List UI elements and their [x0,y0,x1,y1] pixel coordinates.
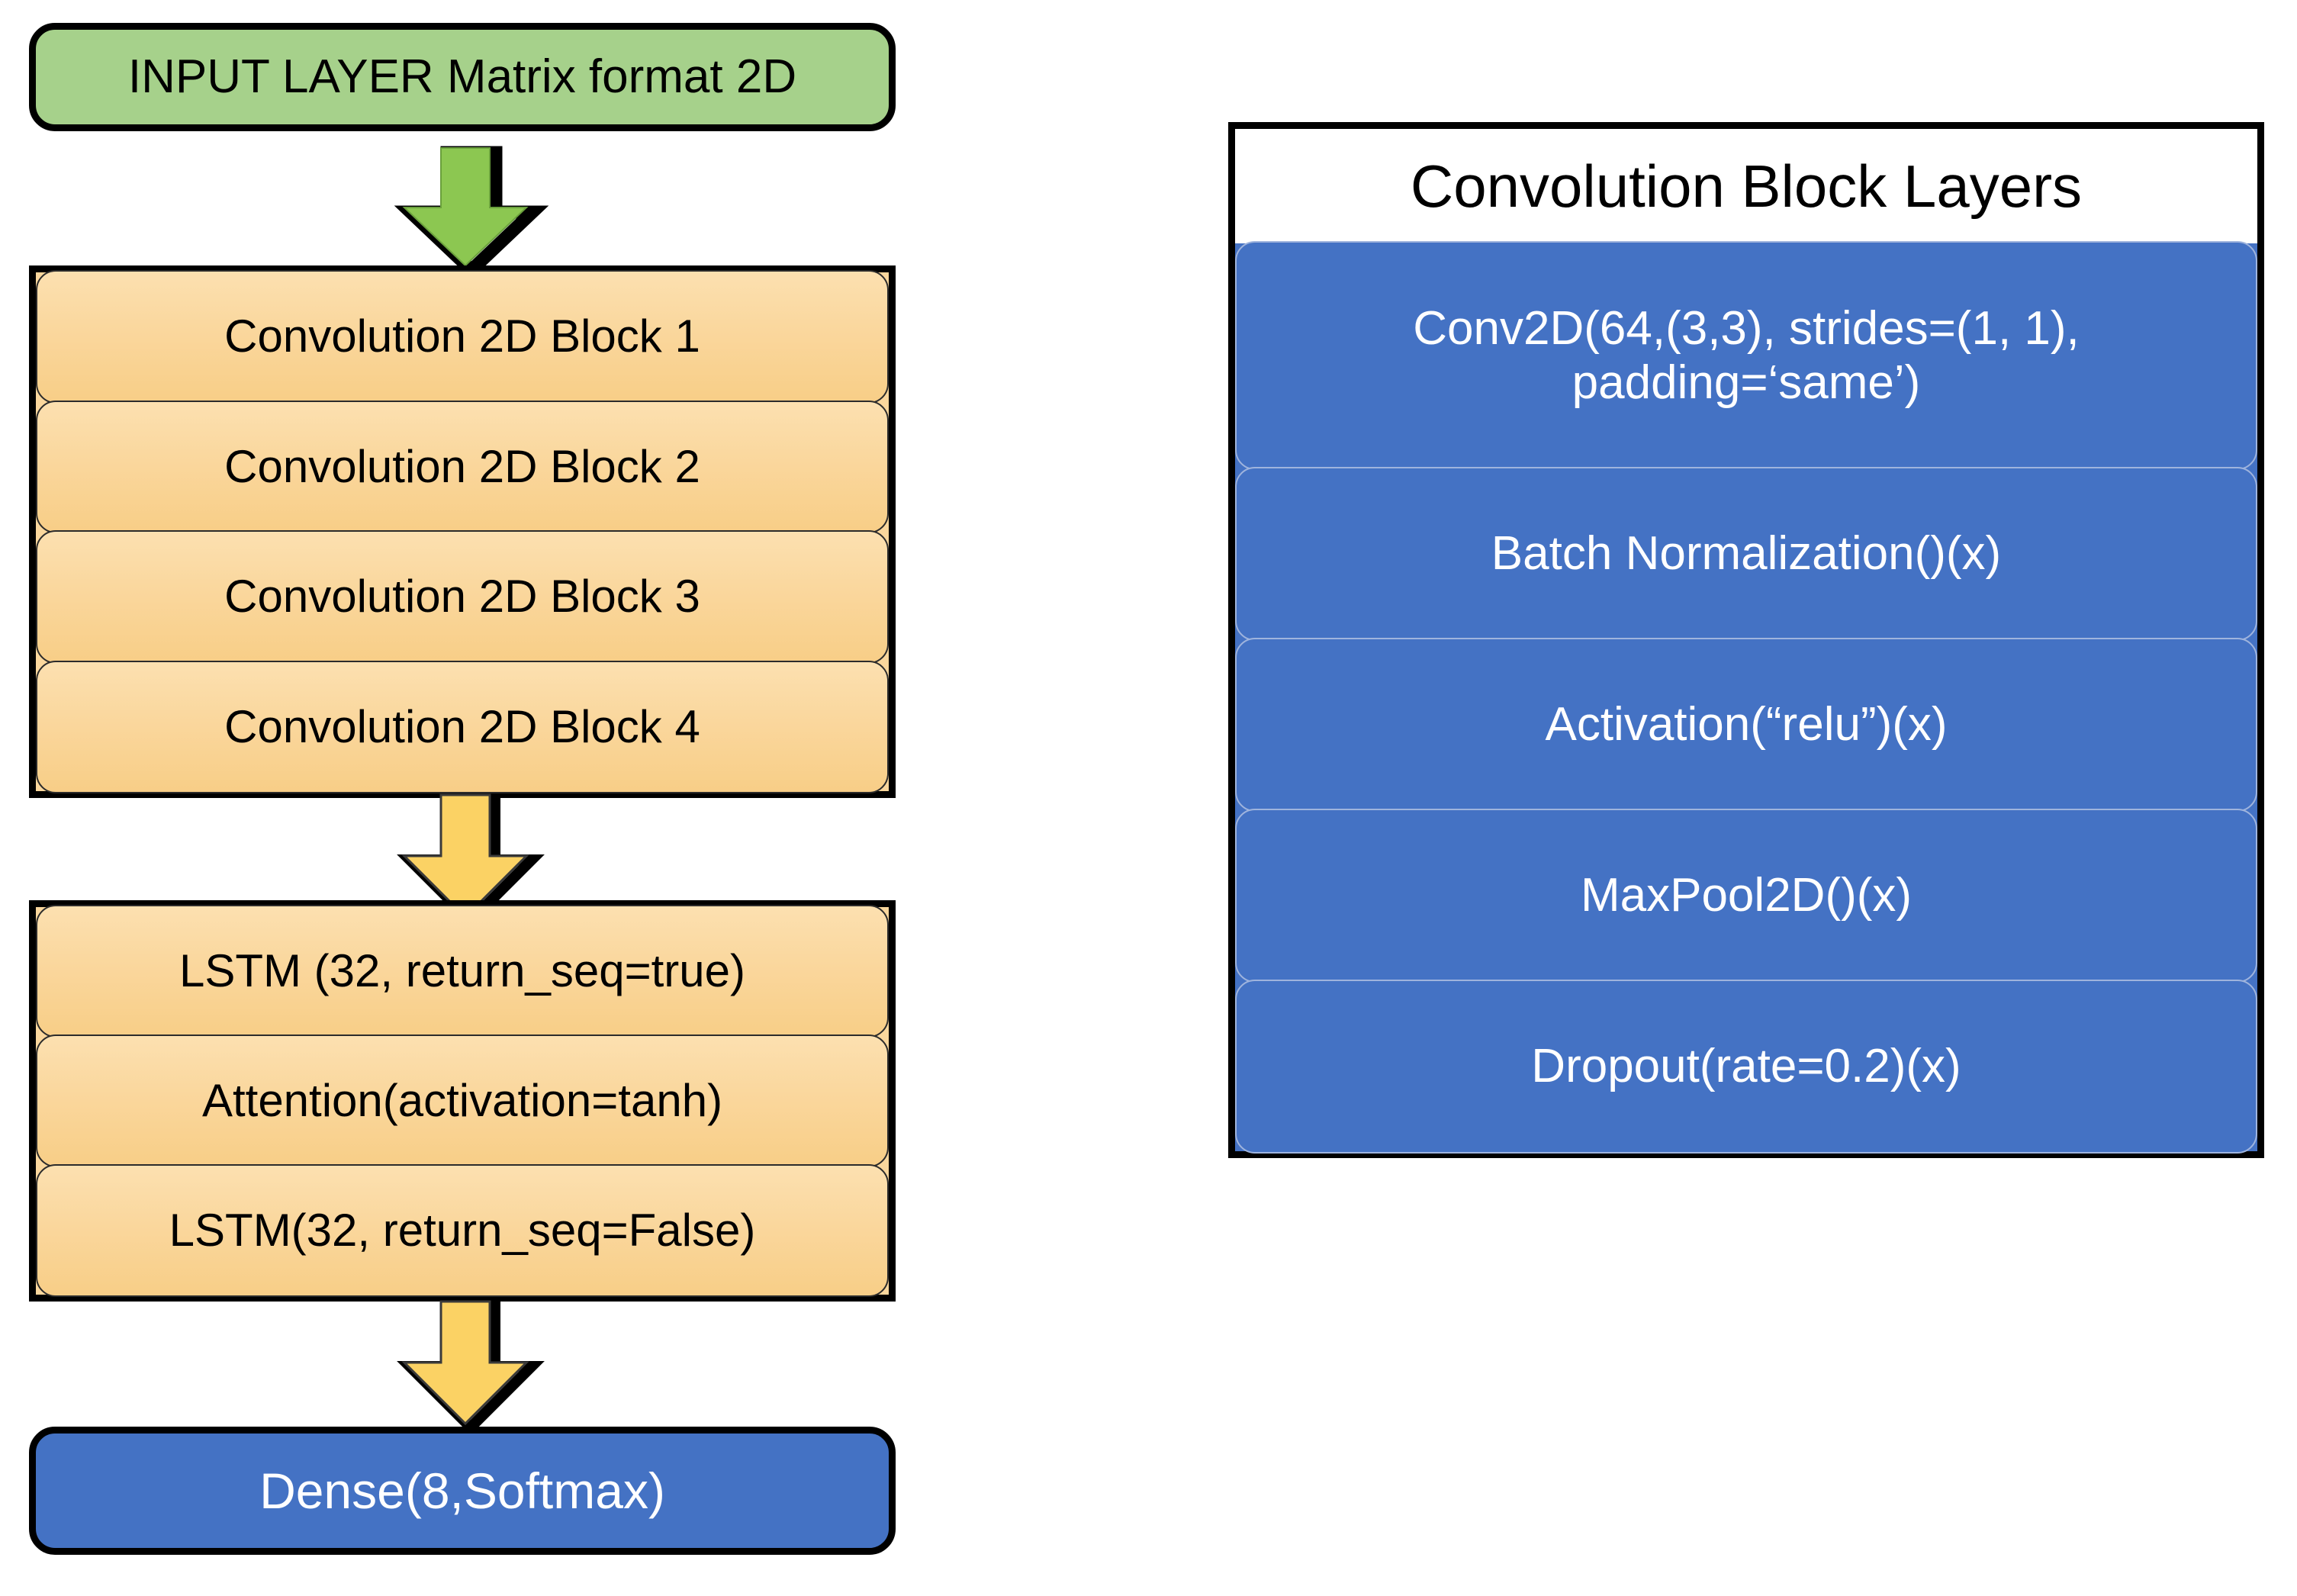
arrow-input-to-conv-icon [381,137,549,272]
recurrent-label-attention: Attention(activation=tanh) [201,1075,723,1126]
input-layer-node[interactable]: INPUT LAYER Matrix format 2D [29,23,896,131]
output-dense-node[interactable]: Dense(8,Softmax) [29,1427,896,1555]
panel-layer-list: Conv2D(64,(3,3), strides=(1, 1), padding… [1235,241,2257,1154]
recurrent-row-attention[interactable]: Attention(activation=tanh) [36,1035,889,1167]
output-dense-label: Dense(8,Softmax) [259,1462,665,1519]
panel-row-conv2d[interactable]: Conv2D(64,(3,3), strides=(1, 1), padding… [1235,241,2257,470]
panel-row-maxpool2d[interactable]: MaxPool2D()(x) [1235,808,2257,983]
panel-label-activation: Activation(“relu”)(x) [1545,698,1948,751]
conv-block-row-2[interactable]: Convolution 2D Block 2 [36,400,889,533]
conv-block-label-4: Convolution 2D Block 4 [224,700,700,752]
panel-label-conv2d: Conv2D(64,(3,3), strides=(1, 1), padding… [1413,301,2080,409]
conv-block-row-1[interactable]: Convolution 2D Block 1 [36,270,889,404]
panel-row-dropout[interactable]: Dropout(rate=0.2)(x) [1235,979,2257,1154]
conv-block-label-2: Convolution 2D Block 2 [224,440,700,492]
convolution-block-stack: Convolution 2D Block 1 Convolution 2D Bl… [29,265,896,798]
conv-block-row-4[interactable]: Convolution 2D Block 4 [36,660,889,793]
recurrent-label-lstm-2: LSTM(32, return_seq=False) [169,1205,756,1256]
panel-label-dropout: Dropout(rate=0.2)(x) [1531,1040,1961,1093]
recurrent-label-lstm-1: LSTM (32, return_seq=true) [179,945,745,996]
conv-block-label-3: Convolution 2D Block 3 [224,571,700,623]
recurrent-row-lstm-1[interactable]: LSTM (32, return_seq=true) [36,905,889,1038]
recurrent-block-stack: LSTM (32, return_seq=true) Attention(act… [29,900,896,1302]
panel-label-maxpool2d: MaxPool2D()(x) [1580,869,1913,922]
convolution-block-layers-panel: Convolution Block Layers Conv2D(64,(3,3)… [1228,122,2264,1158]
recurrent-row-lstm-2[interactable]: LSTM(32, return_seq=False) [36,1164,889,1297]
panel-label-batch-normalization: Batch Normalization()(x) [1491,527,2002,581]
input-layer-label: INPUT LAYER Matrix format 2D [127,50,797,103]
arrow-conv-to-recurrent-icon [381,790,549,925]
panel-title: Convolution Block Layers [1410,152,2083,220]
panel-row-activation[interactable]: Activation(“relu”)(x) [1235,637,2257,812]
arrow-recurrent-to-output-icon [381,1297,549,1431]
panel-row-batch-normalization[interactable]: Batch Normalization()(x) [1235,466,2257,641]
conv-block-row-3[interactable]: Convolution 2D Block 3 [36,530,889,664]
conv-block-label-1: Convolution 2D Block 1 [224,311,700,362]
